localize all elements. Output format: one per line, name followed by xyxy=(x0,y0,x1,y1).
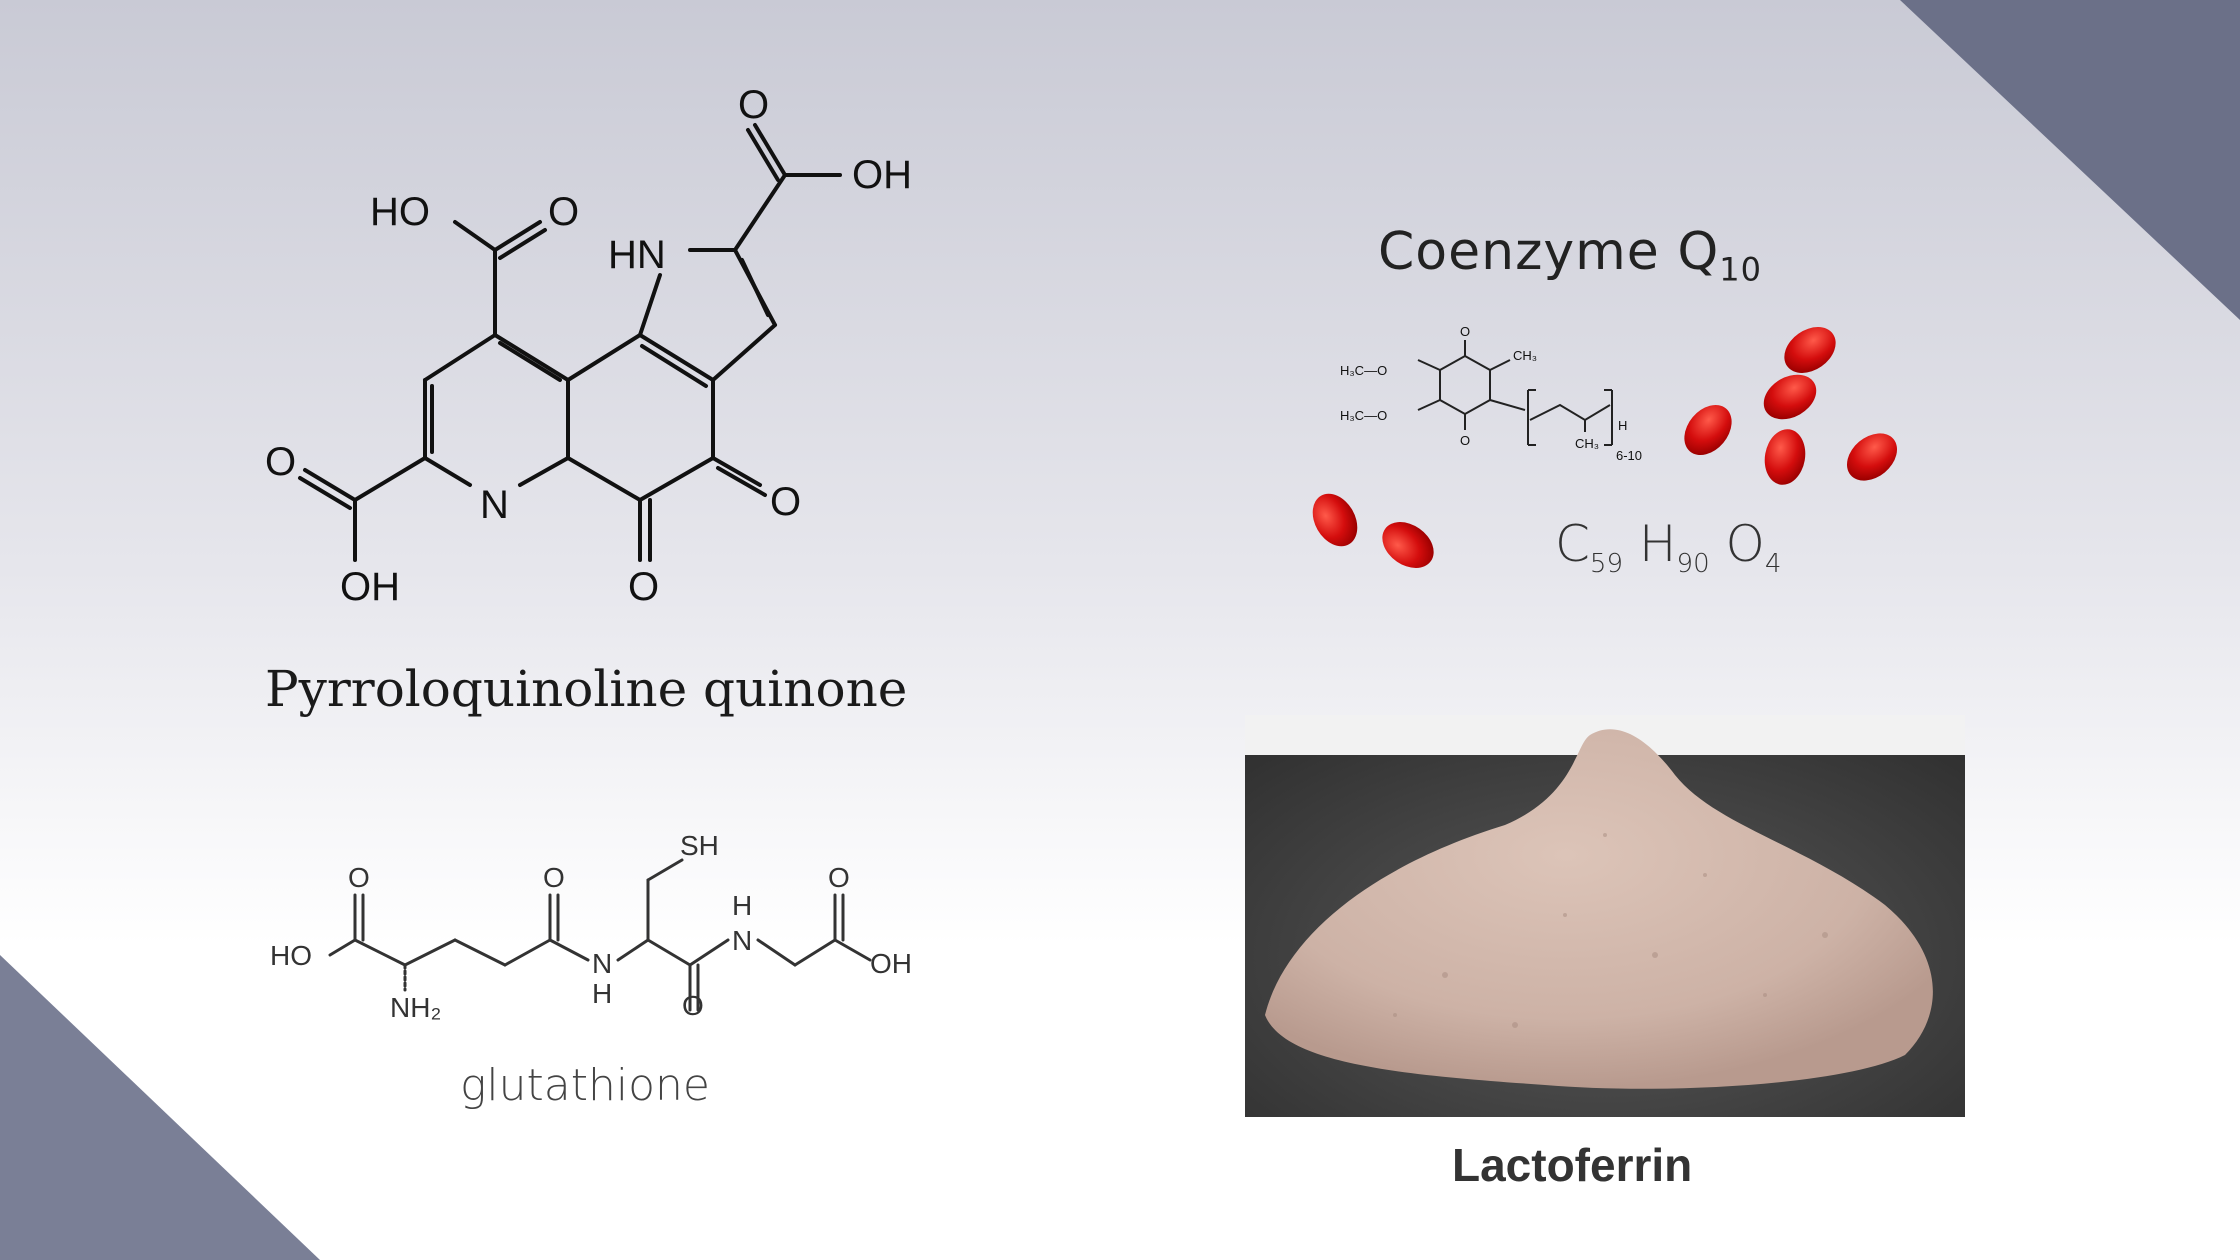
coq10-structure: H₃C—O H₃C—O O O CH₃ CH₃ H 6-10 xyxy=(1330,320,1660,480)
capsule-icon xyxy=(1764,429,1806,485)
glut-atom-ho: HO xyxy=(270,940,312,971)
glut-atom-o1: O xyxy=(348,862,370,893)
coq10-capsules xyxy=(1300,320,1920,580)
pqq-atom-o-top: O xyxy=(738,83,769,127)
pqq-atom-oh-bottom: OH xyxy=(340,565,400,609)
glut-atom-h-right: H xyxy=(732,890,752,921)
corner-triangle-bottom-left xyxy=(0,955,320,1260)
glut-atom-n-left: N xyxy=(592,948,612,979)
glutathione-caption: glutathione xyxy=(460,1060,710,1111)
coq10-label-ch3-ring: CH₃ xyxy=(1513,348,1537,363)
pqq-atom-hn: HN xyxy=(608,233,666,277)
pqq-caption: Pyrroloquinoline quinone xyxy=(265,660,908,718)
capsule-icon xyxy=(1684,404,1732,456)
coq10-title: Coenzyme Q10 xyxy=(1378,222,1762,288)
glutathione-structure: SH HO NH₂ O O O O N H H N OH xyxy=(250,815,950,1035)
formula-o-sub: 4 xyxy=(1764,549,1782,579)
pqq-atom-o-carbonyl-left: O xyxy=(548,190,579,234)
pqq-atom-o-acid-left: O xyxy=(265,440,296,484)
glut-atom-n-right: N xyxy=(732,925,752,956)
formula-c-sub: 59 xyxy=(1589,549,1624,579)
coq10-title-text: Coenzyme Q xyxy=(1378,222,1720,282)
formula-c: C xyxy=(1555,515,1590,573)
coq10-label-o-top: O xyxy=(1460,324,1470,339)
capsule-icon xyxy=(1763,374,1817,420)
coq10-title-subscript: 10 xyxy=(1719,250,1762,289)
coq10-label-h3co-top: H₃C—O xyxy=(1340,363,1387,378)
coq10-label-ch3-chain: CH₃ xyxy=(1575,436,1599,451)
coq10-label-o-bottom: O xyxy=(1460,433,1470,448)
glut-atom-nh2: NH₂ xyxy=(390,992,441,1023)
capsule-icon xyxy=(1382,522,1434,568)
capsule-icon xyxy=(1784,327,1836,373)
coq10-formula: C59 H90 O4 xyxy=(1555,515,1781,579)
formula-h-sub: 90 xyxy=(1676,549,1710,579)
capsule-icon xyxy=(1846,433,1898,481)
coq10-label-h-end: H xyxy=(1618,418,1627,433)
glut-atom-sh: SH xyxy=(680,830,719,861)
glut-atom-oh: OH xyxy=(870,948,912,979)
formula-h: H xyxy=(1638,515,1677,573)
glut-atom-o3: O xyxy=(682,990,704,1021)
capsule-icon xyxy=(1312,493,1358,547)
glut-atom-o4: O xyxy=(828,862,850,893)
glut-atom-o2: O xyxy=(543,862,565,893)
corner-triangle-top-right xyxy=(1900,0,2240,320)
pqq-atom-oh-top-right: OH xyxy=(852,153,912,197)
coq10-label-h3co-bottom: H₃C—O xyxy=(1340,408,1387,423)
pqq-atom-ho-left: HO xyxy=(370,190,430,234)
lactoferrin-caption: Lactoferrin xyxy=(1452,1139,1693,1191)
pqq-atom-o-quinone-right: O xyxy=(770,480,801,524)
lactoferrin-photo xyxy=(1245,715,1965,1117)
pqq-structure: OH O HO O HN N O OH O O xyxy=(0,0,1000,640)
powder-pile xyxy=(1265,729,1933,1089)
pqq-atom-o-quinone-bottom: O xyxy=(628,565,659,609)
glut-atom-h-left: H xyxy=(592,978,612,1009)
coq10-label-repeat: 6-10 xyxy=(1616,448,1642,463)
formula-o: O xyxy=(1725,515,1765,573)
pqq-atom-n-ring: N xyxy=(480,483,509,527)
